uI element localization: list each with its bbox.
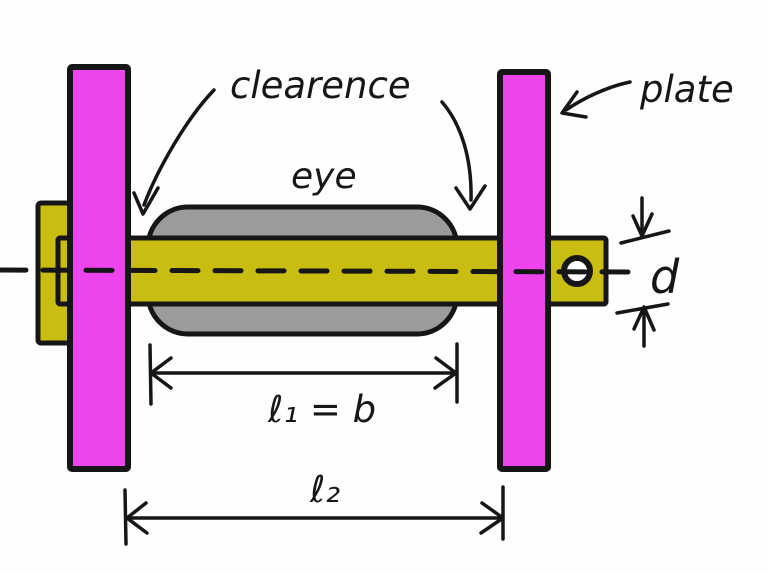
- dim-d-tick-top: [619, 229, 671, 245]
- l1-label: ℓ₁ = b: [267, 388, 376, 431]
- dim-l2-arrowhead-right: [479, 501, 505, 535]
- dimension-l2: [123, 485, 505, 546]
- plate-label: plate: [639, 68, 734, 111]
- clearance-label: clearence: [230, 64, 411, 107]
- dimension-l1: [148, 342, 459, 406]
- centerline: [0, 267, 635, 275]
- clearance-arrow-left-shaft: [142, 88, 216, 207]
- clearance-arrow-right-shaft: [440, 100, 473, 202]
- plate-arrowhead: [560, 90, 588, 119]
- plate-arrow-shaft: [564, 80, 632, 112]
- dim-l1-arrowhead-left: [149, 356, 173, 390]
- d-label: d: [650, 250, 680, 304]
- dim-l2-tick-left: [123, 488, 128, 546]
- dim-l1-arrowhead-right: [433, 356, 458, 390]
- dimension-d: [615, 196, 671, 348]
- clearance-leader-left: [132, 88, 216, 216]
- plate-leader: [560, 80, 632, 119]
- l2-label: ℓ₂: [309, 468, 340, 511]
- clearance-arrowhead-right: [454, 184, 487, 211]
- dim-d-tick-bottom: [615, 302, 670, 315]
- clearance-arrowhead-left: [132, 186, 160, 216]
- eye-label: eye: [291, 156, 357, 197]
- dim-l2-arrowhead-left: [125, 501, 149, 535]
- clearance-leader-right: [440, 100, 487, 211]
